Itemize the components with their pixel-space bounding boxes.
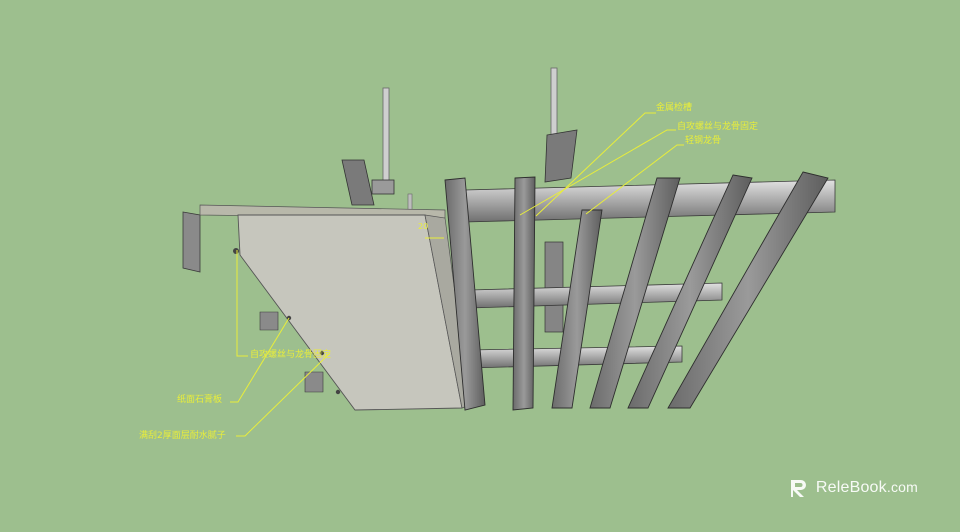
hanger-rods xyxy=(341,67,578,333)
relebook-logo-icon xyxy=(790,480,806,497)
watermark-brand: ReleBook xyxy=(815,479,887,496)
light-steel-studs xyxy=(444,171,829,411)
watermark: ReleBook.com xyxy=(788,477,918,499)
label-self-tapping-keel-left: 自攻螺丝与龙骨固定 xyxy=(250,350,332,360)
label-putty: 满刮2厚面层耐水腻子 xyxy=(139,431,226,441)
leader-lines xyxy=(230,112,684,437)
gypsum-board-assembly xyxy=(182,204,471,411)
label-gypsum-board: 纸面石膏板 xyxy=(177,395,223,405)
watermark-domain: .com xyxy=(886,479,918,495)
label-metal-hanger: 金属检槽 xyxy=(656,103,693,113)
label-light-steel-keel: 轻钢龙骨 xyxy=(685,136,722,146)
watermark-text: ReleBook.com xyxy=(816,479,918,497)
label-self-tapping-keel-top: 自攻螺丝与龙骨固定 xyxy=(677,122,759,132)
label-dimension: 20 xyxy=(418,222,429,231)
